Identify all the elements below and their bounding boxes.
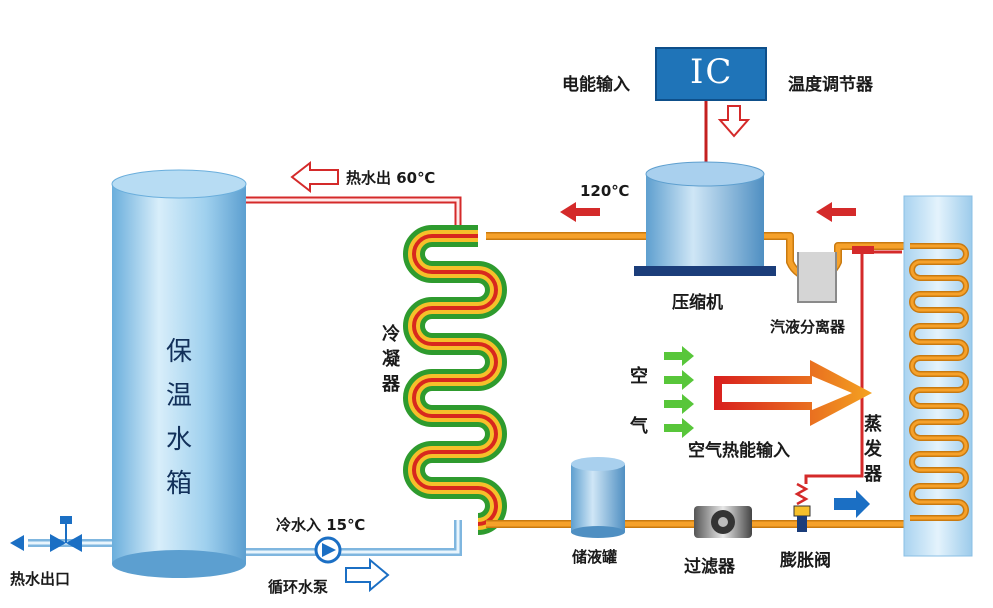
separator	[797, 252, 837, 303]
tank-label: 保温水箱	[165, 337, 192, 499]
pump	[314, 536, 342, 564]
evaporator	[903, 195, 973, 557]
return-arrow	[816, 202, 856, 222]
air-arrows	[664, 346, 694, 438]
compressor-temp-label: 120℃	[580, 182, 630, 200]
storage-tank	[111, 169, 247, 578]
compressor-out-arrow	[560, 202, 600, 222]
heat-input-arrow	[714, 360, 872, 426]
expansion-valve	[793, 482, 811, 532]
condenser-label: 冷凝器	[382, 324, 400, 395]
cold-in-label: 冷水入 15℃	[276, 516, 366, 534]
air-label: 空气	[630, 366, 648, 437]
compressor-label: 压缩机	[672, 293, 723, 313]
down-arrow	[717, 105, 751, 138]
pump-label: 循环水泵	[268, 578, 329, 596]
receiver-label: 储液罐	[572, 548, 618, 566]
filter-label: 过滤器	[684, 557, 735, 577]
compressor	[634, 161, 776, 276]
hot-out-arrow	[290, 160, 339, 194]
evaporator-label: 蒸发器	[864, 414, 882, 485]
pump-flow-arrow	[345, 557, 390, 593]
power-input-label: 电能输入	[562, 75, 630, 95]
expansion-valve-label: 膨胀阀	[780, 551, 831, 571]
controller-box	[655, 47, 767, 101]
sensor-line	[804, 246, 902, 484]
condenser-coil	[403, 225, 507, 535]
filter	[694, 506, 752, 538]
receiver-tank	[571, 457, 625, 538]
controller-text: IC	[690, 52, 734, 92]
hot-water-pipe	[246, 196, 462, 228]
outlet-valve	[10, 516, 82, 552]
hot-out-label: 热水出 60℃	[346, 169, 436, 187]
separator-label: 汽液分离器	[770, 318, 846, 336]
hot-outlet-label: 热水出口	[10, 570, 71, 588]
air-heat-input-label: 空气热能输入	[688, 441, 790, 461]
evap-inlet-arrow	[834, 490, 870, 518]
controller-label: 温度调节器	[788, 75, 873, 95]
